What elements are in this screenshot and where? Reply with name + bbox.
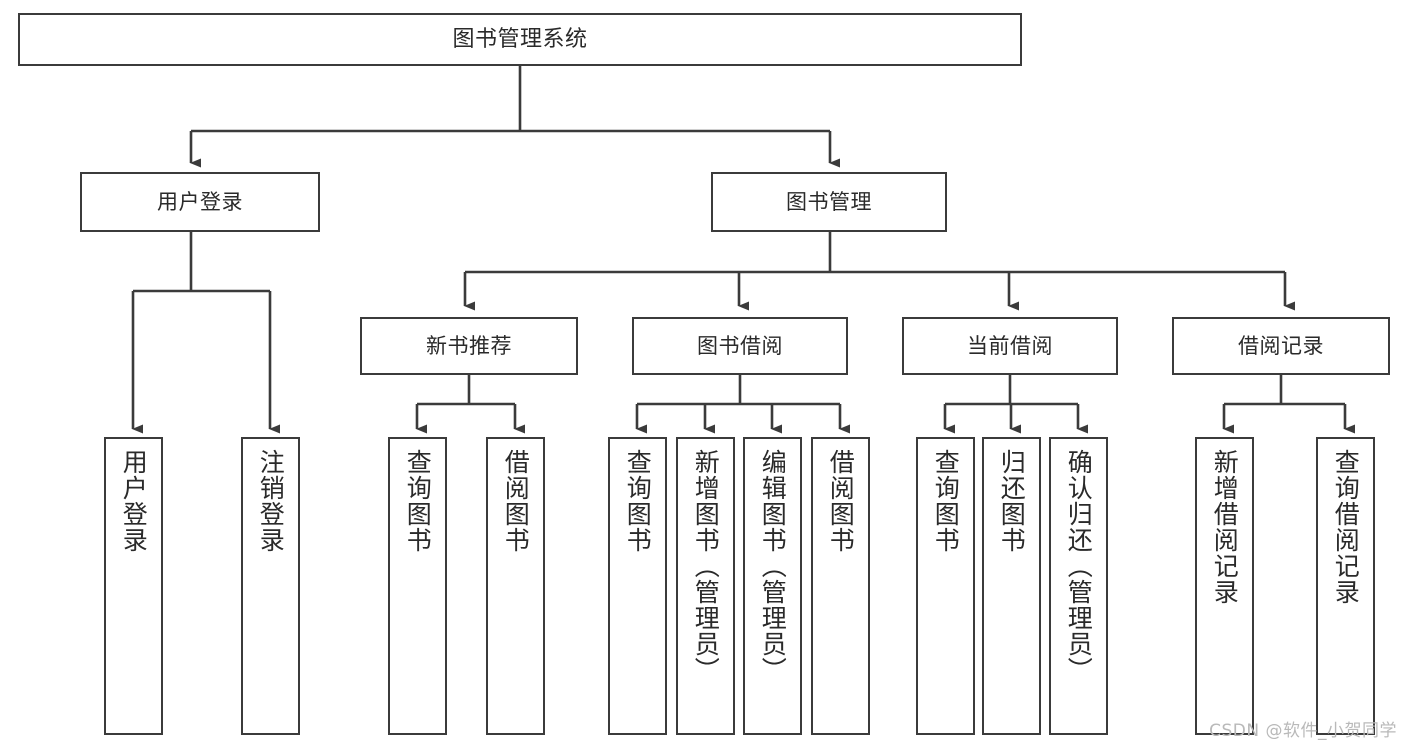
node-leaf-query-book-recommend[interactable]: 查询图书 (388, 437, 447, 735)
node-leaf-confirm-return[interactable]: 确认归还（管理员） (1049, 437, 1108, 735)
node-label: 当前借阅 (967, 333, 1053, 358)
node-label: 确认归还（管理员） (1064, 449, 1094, 683)
node-label: 查询图书 (931, 449, 961, 553)
node-leaf-edit-book[interactable]: 编辑图书（管理员） (743, 437, 802, 735)
node-leaf-query-book-current[interactable]: 查询图书 (916, 437, 975, 735)
node-label: 注销登录 (256, 449, 286, 553)
node-borrow-record[interactable]: 借阅记录 (1172, 317, 1390, 375)
node-leaf-borrow-book-recommend[interactable]: 借阅图书 (486, 437, 545, 735)
node-leaf-return-book[interactable]: 归还图书 (982, 437, 1041, 735)
node-leaf-query-book-borrow[interactable]: 查询图书 (608, 437, 667, 735)
node-label: 图书管理系统 (452, 26, 588, 52)
node-leaf-borrow-book[interactable]: 借阅图书 (811, 437, 870, 735)
node-label: 借阅图书 (826, 449, 856, 553)
node-label: 查询图书 (623, 449, 653, 553)
watermark-text: CSDN @软件_小贺同学 (1209, 721, 1397, 741)
node-book-borrow[interactable]: 图书借阅 (632, 317, 848, 375)
node-leaf-user-login[interactable]: 用户登录 (104, 437, 163, 735)
node-label: 查询借阅记录 (1331, 449, 1361, 605)
node-label: 图书管理 (786, 189, 872, 214)
node-leaf-query-borrow-record[interactable]: 查询借阅记录 (1316, 437, 1375, 735)
node-label: 新书推荐 (426, 333, 512, 358)
node-label: 用户登录 (157, 189, 243, 214)
node-label: 新增借阅记录 (1210, 449, 1240, 605)
node-label: 借阅记录 (1238, 333, 1324, 358)
node-label: 借阅图书 (501, 449, 531, 553)
node-label: 新增图书（管理员） (691, 449, 721, 683)
node-label: 图书借阅 (697, 333, 783, 358)
node-book-manage[interactable]: 图书管理 (711, 172, 947, 232)
node-leaf-add-book[interactable]: 新增图书（管理员） (676, 437, 735, 735)
node-label: 用户登录 (119, 449, 149, 553)
node-label: 编辑图书（管理员） (758, 449, 788, 683)
node-leaf-add-borrow-record[interactable]: 新增借阅记录 (1195, 437, 1254, 735)
node-new-book-recommend[interactable]: 新书推荐 (360, 317, 578, 375)
node-label: 查询图书 (403, 449, 433, 553)
node-root-system[interactable]: 图书管理系统 (18, 13, 1022, 66)
csdn-watermark: CSDN @软件_小贺同学 (1209, 716, 1397, 741)
node-current-borrow[interactable]: 当前借阅 (902, 317, 1118, 375)
node-label: 归还图书 (997, 449, 1027, 553)
node-leaf-logout-login[interactable]: 注销登录 (241, 437, 300, 735)
node-user-login[interactable]: 用户登录 (80, 172, 320, 232)
